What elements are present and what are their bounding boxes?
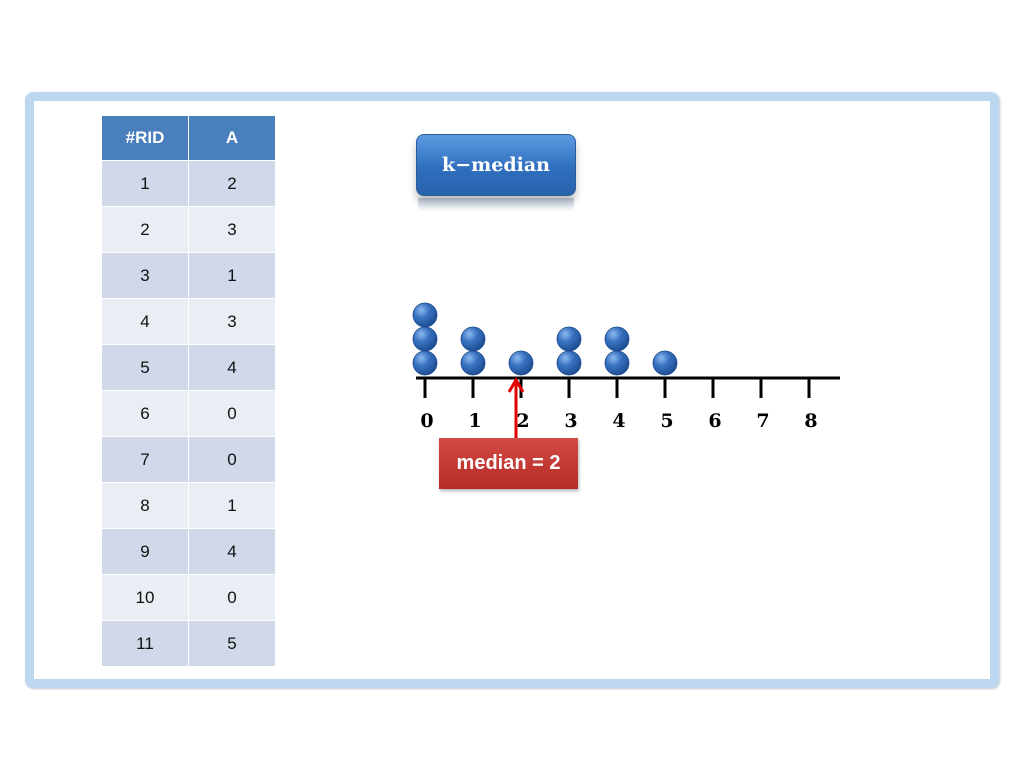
cell-a: 3	[188, 298, 276, 345]
k-median-button[interactable]: k−median	[416, 134, 576, 196]
button-reflection	[418, 198, 574, 212]
table-row: 5 4	[101, 344, 276, 391]
median-label: median = 2	[439, 438, 578, 489]
tick-label: 8	[804, 410, 817, 432]
data-dot	[460, 326, 486, 352]
table-row: 4 3	[101, 298, 276, 345]
arrow-head	[507, 377, 525, 393]
cell-a: 0	[188, 436, 276, 483]
data-dot	[412, 350, 438, 376]
tick-label: 5	[660, 410, 673, 432]
cell-a: 0	[188, 390, 276, 437]
cell-a: 2	[188, 160, 276, 207]
data-table: #RID A 1 2 2 3 3 1 4 3 5 4 6 0 7 0	[101, 115, 276, 667]
tick-label: 6	[708, 410, 721, 432]
axis-ticks: 0 1 2 3 4 5 6 7 8	[420, 378, 818, 432]
median-arrow	[507, 377, 525, 438]
data-dot	[508, 350, 534, 376]
cell-rid: 4	[101, 298, 189, 345]
cell-a: 5	[188, 620, 276, 667]
table-header-row: #RID A	[101, 115, 276, 161]
cell-a: 4	[188, 528, 276, 575]
data-dot	[556, 350, 582, 376]
cell-rid: 8	[101, 482, 189, 529]
data-dot	[460, 350, 486, 376]
data-dot	[604, 350, 630, 376]
cell-rid: 7	[101, 436, 189, 483]
data-dot	[412, 302, 438, 328]
tick-label: 1	[468, 410, 481, 432]
table-row: 8 1	[101, 482, 276, 529]
cell-rid: 2	[101, 206, 189, 253]
cell-rid: 11	[101, 620, 189, 667]
table-row: 2 3	[101, 206, 276, 253]
table-row: 10 0	[101, 574, 276, 621]
cell-a: 1	[188, 252, 276, 299]
data-dot	[556, 326, 582, 352]
tick-label: 4	[612, 410, 625, 432]
header-rid: #RID	[101, 115, 189, 161]
cell-a: 4	[188, 344, 276, 391]
tick-label: 2	[516, 410, 529, 432]
tick-label: 0	[420, 410, 433, 432]
cell-rid: 6	[101, 390, 189, 437]
table-row: 7 0	[101, 436, 276, 483]
table-row: 1 2	[101, 160, 276, 207]
tick-label: 7	[756, 410, 769, 432]
table-row: 3 1	[101, 252, 276, 299]
cell-a: 3	[188, 206, 276, 253]
cell-rid: 10	[101, 574, 189, 621]
table-row: 11 5	[101, 620, 276, 667]
cell-a: 0	[188, 574, 276, 621]
cell-rid: 3	[101, 252, 189, 299]
data-dot	[604, 326, 630, 352]
data-dot	[652, 350, 678, 376]
cell-a: 1	[188, 482, 276, 529]
table-row: 9 4	[101, 528, 276, 575]
data-dots	[412, 302, 678, 376]
tick-label: 3	[564, 410, 577, 432]
data-dot	[412, 326, 438, 352]
header-a: A	[188, 115, 276, 161]
table-row: 6 0	[101, 390, 276, 437]
